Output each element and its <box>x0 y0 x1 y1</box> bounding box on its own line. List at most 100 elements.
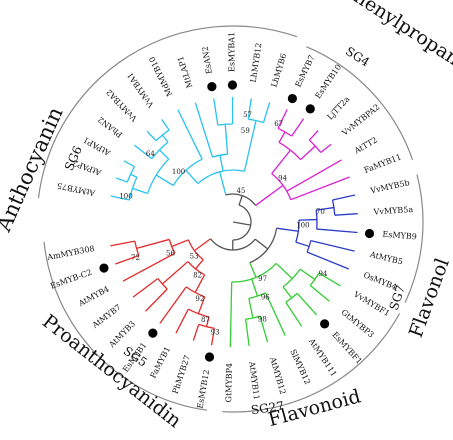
node-arc <box>308 139 322 153</box>
radial-branch <box>177 109 203 160</box>
radial-branch <box>332 194 356 201</box>
node-arc <box>278 141 302 161</box>
radial-branch <box>158 149 170 160</box>
node-arc <box>147 158 170 194</box>
radial-branch <box>194 274 206 293</box>
radial-branch <box>285 301 303 327</box>
leaf-label: MdMYB10 <box>147 55 174 97</box>
radial-branch <box>171 239 189 248</box>
radial-branch <box>161 261 189 285</box>
leaf-label: LhMYB12 <box>249 42 264 83</box>
species-dot <box>320 319 330 329</box>
node-arc <box>212 153 228 158</box>
species-markers <box>99 80 375 362</box>
leaf-label: AtMYB111 <box>307 336 339 378</box>
radial-branch <box>229 281 233 347</box>
radial-branch <box>210 328 216 346</box>
radial-branch <box>316 206 335 211</box>
leaf-label: AtMYB11 <box>247 360 261 400</box>
radial-branch <box>300 145 316 161</box>
bootstrap-value: 98 <box>258 316 267 324</box>
bootstrap-value: 94 <box>319 270 328 278</box>
leaf-label: VvMYB5b <box>369 178 411 196</box>
radial-branch <box>290 176 350 201</box>
radial-branch <box>192 324 200 341</box>
radial-branch <box>291 118 305 137</box>
radial-branch <box>320 143 332 153</box>
group-bracket-arc <box>306 46 414 161</box>
bootstrap-values: 1006410057596794457010094989697938792827… <box>119 111 328 337</box>
radial-branch <box>185 169 199 185</box>
radial-branch <box>251 278 258 297</box>
radial-branch <box>248 298 254 319</box>
bootstrap-value: 45 <box>237 187 246 195</box>
radial-branch <box>254 238 269 250</box>
leaf-label: GtMYBP4 <box>224 363 234 403</box>
group-name-sg5: Proanthocyanidin <box>38 310 185 432</box>
bootstrap-value: 93 <box>211 329 220 337</box>
leaf-label: GtMYBP3 <box>339 308 375 340</box>
radial-branch <box>308 130 319 141</box>
radial-branch <box>205 316 210 327</box>
radial-branch <box>194 102 214 158</box>
leaf-label: VvMYB5a <box>372 205 413 217</box>
radial-branch <box>238 195 243 206</box>
bootstrap-value: 56 <box>166 250 175 258</box>
radial-branch <box>249 262 257 278</box>
bootstrap-value: 57 <box>243 111 252 119</box>
radial-branch <box>259 315 269 343</box>
radial-branch <box>278 131 286 143</box>
leaf-label: AmMYB308 <box>46 244 96 262</box>
tree-branches <box>110 96 358 347</box>
leaf-label: EsMYBA1 <box>227 32 236 72</box>
bootstrap-value: 82 <box>193 271 202 279</box>
leaf-label: AtMYB75 <box>56 181 96 198</box>
node-arc <box>248 118 264 124</box>
leaf-label: EsMYB9 <box>382 230 417 242</box>
node-arc <box>277 127 293 137</box>
node-arc <box>295 220 300 243</box>
radial-branch <box>244 319 250 347</box>
node-arc <box>217 123 233 126</box>
leaf-label: VvMYBA2 <box>105 87 140 123</box>
radial-branch <box>122 252 176 282</box>
leaf-label: PhMYB27 <box>171 354 192 395</box>
radial-branch <box>309 284 331 302</box>
node-arc <box>151 141 169 160</box>
leaf-label: EsMYB10 <box>313 63 343 101</box>
species-dot <box>207 82 217 92</box>
radial-branch <box>194 238 211 252</box>
radial-branch <box>334 213 358 216</box>
bootstrap-value: 59 <box>241 127 250 135</box>
radial-branch <box>132 187 148 195</box>
group-code-sg27: SG27 <box>250 399 285 417</box>
node-arc <box>225 193 257 206</box>
radial-branch <box>115 177 128 183</box>
species-dot <box>364 228 375 239</box>
leaf-label: AtMYB7 <box>90 303 123 331</box>
bootstrap-value: 64 <box>146 150 155 158</box>
species-dot <box>204 352 215 362</box>
radial-branch <box>110 240 135 247</box>
bootstrap-value: 96 <box>261 293 270 301</box>
radial-branch <box>195 259 204 270</box>
bootstrap-value: 94 <box>278 175 287 183</box>
node-arc <box>309 272 320 286</box>
leaf-label: AtPAP1 <box>82 135 113 158</box>
radial-branch <box>197 296 206 314</box>
radial-branch <box>262 102 271 123</box>
group-bracket-arc <box>43 241 208 411</box>
leaf-label: SlMYB12 <box>288 348 312 386</box>
radial-branch <box>161 134 169 143</box>
radial-branch <box>316 228 358 234</box>
leaf-label: PhAN2 <box>96 115 124 140</box>
node-arc <box>187 308 210 318</box>
leaf-label: EsMYB12 <box>196 369 212 409</box>
node-arc <box>185 286 205 298</box>
radial-branch <box>110 195 130 201</box>
radial-branch <box>155 174 174 187</box>
bootstrap-value: 67 <box>274 120 283 128</box>
radial-branch <box>264 292 286 336</box>
group-bracket-arc <box>37 25 298 199</box>
bootstrap-value: 87 <box>201 316 210 324</box>
